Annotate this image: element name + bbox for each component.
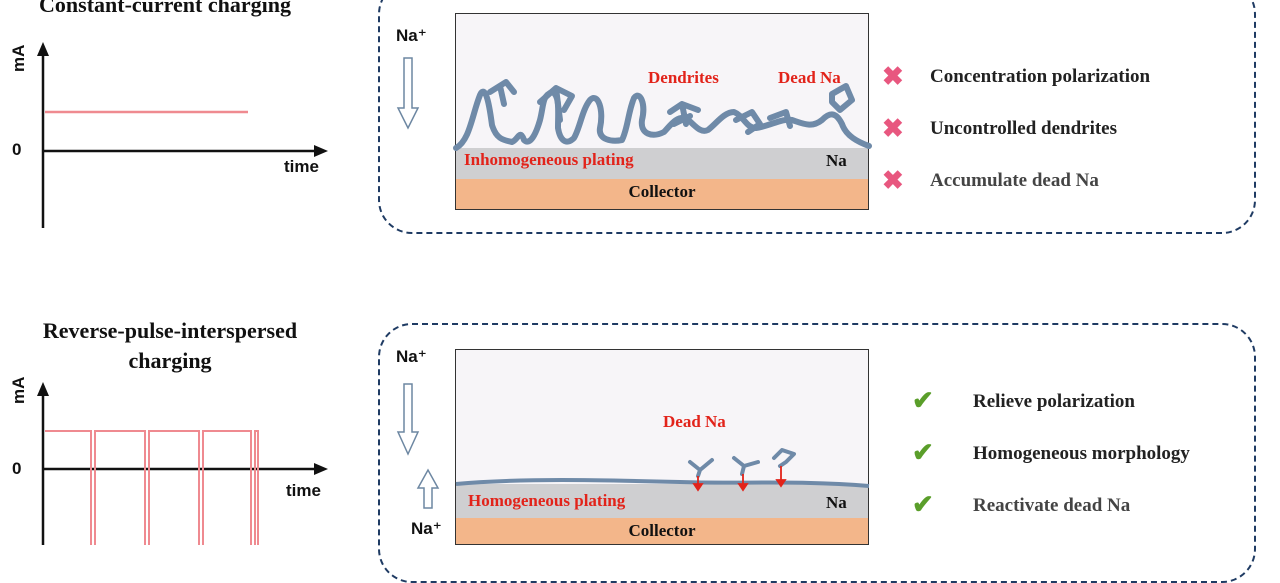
check-icon: ✔ [912,438,934,467]
top-ion-label: Na⁺ [396,26,427,45]
red-arrow-icon [775,479,787,488]
top-na-layer [456,148,868,179]
top-title: Constant-current charging [39,0,291,17]
bottom-title-line1: Reverse-pulse-interspersed [42,318,298,343]
cross-icon: ✖ [882,62,904,91]
top-axis-zero: 0 [12,140,22,159]
top-mechanism-box [378,0,1256,234]
bottom-feature-1: Relieve polarization [973,391,1135,412]
check-icon: ✔ [912,386,934,415]
dead-na-fragment [772,448,796,468]
top-plating-label: Inhomogeneous plating [464,150,634,169]
bottom-feature-2: Homogeneous morphology [973,443,1190,464]
bottom-ion-label-bottom: Na⁺ [411,519,442,538]
x-axis-arrow-icon [314,463,328,475]
top-collector-layer [456,179,868,209]
top-dendrites-label: Dendrites [648,68,719,87]
down-arrow-icon [396,57,420,130]
top-electrode-panel [455,13,869,210]
bottom-ion-arrows [396,383,440,509]
y-axis-arrow-icon [37,382,49,396]
red-arrow-icon [737,483,749,492]
bottom-axis-zero: 0 [12,459,22,478]
bottom-plating [455,448,870,492]
top-feature-3: Accumulate dead Na [930,170,1099,191]
bottom-na-label: Na [826,493,847,512]
top-feature-2: Uncontrolled dendrites [930,118,1118,139]
reverse-pulse-signal [45,430,259,545]
bottom-axis-x-label: time [286,481,321,500]
top-dendrites [453,79,872,151]
top-axis-x-label: time [284,157,319,176]
x-axis-arrow-icon [314,145,328,157]
bottom-na-layer [456,484,868,518]
y-axis-arrow-icon [37,42,49,56]
red-arrow-icon [692,483,704,492]
bottom-current-plot [37,382,328,545]
bottom-plating-label: Homogeneous plating [468,491,626,510]
bottom-ion-label-top: Na⁺ [396,347,427,366]
check-icon: ✔ [912,490,934,519]
bottom-electrode-panel [455,349,869,545]
cross-icon: ✖ [882,114,904,143]
top-collector-label: Collector [628,182,696,201]
up-arrow-icon [416,468,440,509]
top-dead-na-label: Dead Na [778,68,841,87]
down-arrow-icon [396,383,420,456]
bottom-collector-label: Collector [628,521,696,540]
dead-na-fragment [688,458,714,478]
bottom-collector-layer [456,518,868,544]
bottom-title-line2: charging [128,348,212,373]
top-feature-1: Concentration polarization [930,66,1151,87]
top-na-label: Na [826,151,847,170]
cross-icon: ✖ [882,166,904,195]
top-current-plot [37,42,328,228]
bottom-dead-na-label: Dead Na [663,412,726,431]
bottom-feature-3: Reactivate dead Na [973,495,1131,516]
dead-na-fragment [732,456,760,476]
top-ion-arrow [396,57,420,130]
